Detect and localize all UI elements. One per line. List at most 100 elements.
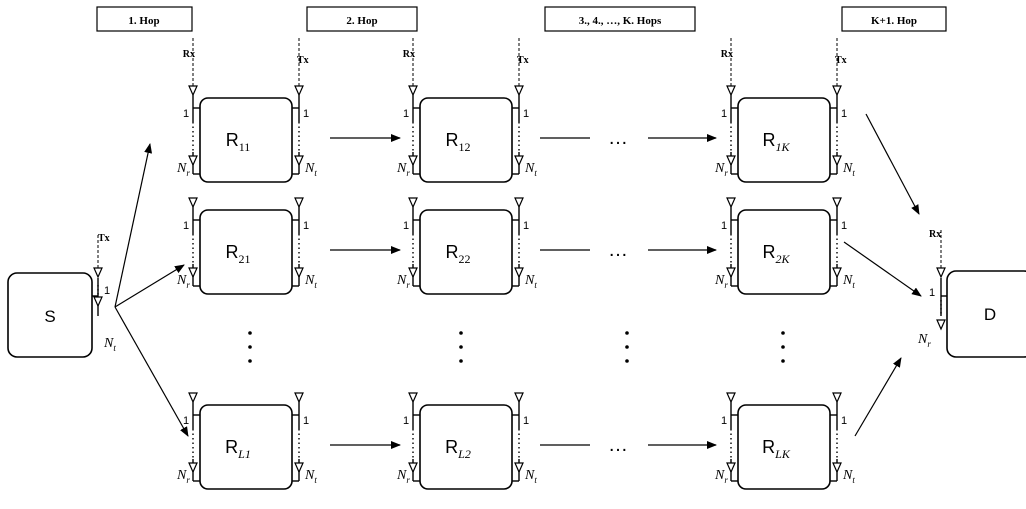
destination-ant-last: Nr <box>917 332 931 349</box>
svg-text:Nr: Nr <box>396 468 410 485</box>
tx-antenna-array: 1Nt <box>512 85 537 178</box>
svg-text:1: 1 <box>841 108 847 120</box>
relay-box <box>199 209 293 295</box>
svg-text:Nt: Nt <box>524 273 537 290</box>
rx-label: Rx <box>183 49 195 60</box>
svg-text:1: 1 <box>841 415 847 427</box>
svg-text:1: 1 <box>721 415 727 427</box>
rx-label: Rx <box>721 49 733 60</box>
source-tx-label: Tx <box>98 233 110 244</box>
vertical-ellipsis-col2 <box>459 331 463 363</box>
svg-text:Nr: Nr <box>396 273 410 290</box>
svg-text:1: 1 <box>303 415 309 427</box>
rx-antenna-array: 1Nr <box>396 392 420 485</box>
svg-text:Nr: Nr <box>176 468 190 485</box>
relay-box <box>419 404 513 490</box>
svg-text:1: 1 <box>523 108 529 120</box>
hop-header-2: 2. Hop <box>306 6 418 32</box>
rx-antenna-array: 1Nr <box>176 85 200 178</box>
svg-text:Nr: Nr <box>176 161 190 178</box>
rx-antenna-array: 1Nr <box>396 197 420 290</box>
svg-text:1: 1 <box>721 108 727 120</box>
relay-label: R22 <box>446 242 471 266</box>
destination-node: D Rx 1 Nr <box>917 228 1026 358</box>
relay-node-l1: RL1 1Nr 1Nt <box>176 392 317 490</box>
svg-text:Nr: Nr <box>714 468 728 485</box>
source-ant-first: 1 <box>104 285 110 297</box>
svg-text:1: 1 <box>841 220 847 232</box>
horizontal-ellipsis: … <box>608 434 628 456</box>
svg-text:Nt: Nt <box>842 161 855 178</box>
relay-box <box>419 209 513 295</box>
rlk-to-destination-arrow <box>854 357 902 437</box>
rx-antenna-array: 1Nr <box>714 392 738 485</box>
horizontal-ellipsis: … <box>608 239 628 261</box>
relay-label: R1K <box>762 130 790 154</box>
relay-box <box>199 404 293 490</box>
tx-label: Tx <box>835 55 847 66</box>
tx-antenna-array: 1Nt <box>512 197 537 290</box>
source-ant-last: Nt <box>103 336 116 353</box>
relay-box <box>419 97 513 183</box>
svg-text:1: 1 <box>303 220 309 232</box>
r2k-to-destination-arrow <box>843 241 922 297</box>
relay-label: R11 <box>226 130 251 154</box>
svg-text:Nr: Nr <box>176 273 190 290</box>
svg-text:Nt: Nt <box>842 273 855 290</box>
horizontal-ellipsis: … <box>608 127 628 149</box>
relay-grid: R111Nr1NtRxTxR121Nr1NtRxTxR1K1Nr1NtRxTx…… <box>176 36 855 490</box>
tx-antenna-array: 1Nt <box>830 392 855 485</box>
rx-antenna-array: 1Nr <box>714 197 738 290</box>
tx-antenna-array: 1Nt <box>830 197 855 290</box>
destination-ant-first: 1 <box>929 287 935 299</box>
relay-label: R21 <box>226 242 251 266</box>
destination-rx-label: Rx <box>929 229 941 240</box>
r1k-to-destination-arrow <box>865 113 920 215</box>
svg-text:1: 1 <box>303 108 309 120</box>
svg-text:Nt: Nt <box>842 468 855 485</box>
svg-text:Nr: Nr <box>396 161 410 178</box>
svg-text:1: 1 <box>523 415 529 427</box>
source-node: S Tx 1 Nt <box>7 233 116 358</box>
tx-antenna-array: 1Nt <box>512 392 537 485</box>
tx-antenna-array: 1Nt <box>292 197 317 290</box>
hop-label-1: 1. Hop <box>128 15 159 27</box>
rx-antenna-array: 1Nr <box>176 392 200 485</box>
rx-antenna-array: 1Nr <box>176 197 200 290</box>
relay-label: RL2 <box>445 437 471 461</box>
svg-text:1: 1 <box>403 220 409 232</box>
hop-header-3: 3., 4., …, K. Hops <box>544 6 696 32</box>
svg-text:Nt: Nt <box>304 468 317 485</box>
hop-label-2: 2. Hop <box>346 15 377 27</box>
vertical-ellipsis-col3 <box>625 331 629 363</box>
vertical-ellipsis-col4 <box>781 331 785 363</box>
source-to-r21-arrow <box>114 264 185 308</box>
relay-label: R2K <box>762 242 790 266</box>
relay-node-2k: R2K 1Nr 1Nt <box>714 197 855 295</box>
relay-label: R12 <box>446 130 471 154</box>
rx-label: Rx <box>403 49 415 60</box>
relay-box <box>199 97 293 183</box>
relay-box <box>737 97 831 183</box>
tx-label: Tx <box>297 55 309 66</box>
tx-antenna-array: 1Nt <box>292 392 317 485</box>
hop-label-3: 3., 4., …, K. Hops <box>579 15 662 27</box>
tx-antenna-array: 1Nt <box>292 85 317 178</box>
svg-text:Nt: Nt <box>304 273 317 290</box>
rx-antenna-array: 1Nr <box>714 85 738 178</box>
svg-text:Nr: Nr <box>714 161 728 178</box>
tx-label: Tx <box>517 55 529 66</box>
relay-box <box>737 209 831 295</box>
svg-text:Nt: Nt <box>524 161 537 178</box>
source-label: S <box>44 307 55 326</box>
svg-text:1: 1 <box>523 220 529 232</box>
destination-label: D <box>984 305 996 324</box>
relay-label: RL1 <box>225 437 251 461</box>
